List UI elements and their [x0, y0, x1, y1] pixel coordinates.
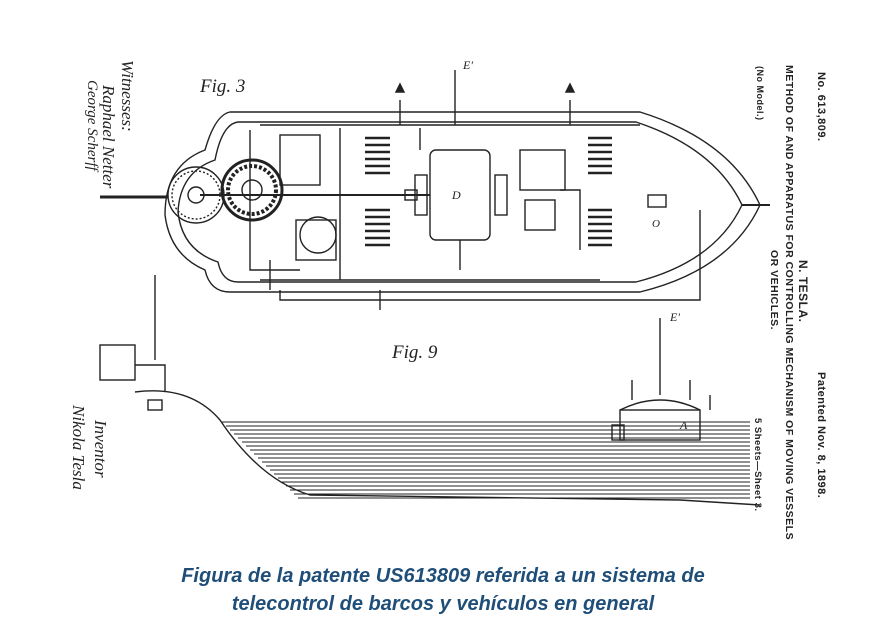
caption-line-2: telecontrol de barcos y vehículos en gen… [231, 593, 655, 615]
sheet-count: 5 Sheets—Sheet 3. [752, 418, 763, 512]
witness-signature-2: George Scherff [84, 80, 100, 171]
inventor-label: Inventor [91, 420, 110, 478]
patent-title-line2: OR VEHICLES. [768, 250, 780, 331]
inventor-name: N. TESLA. [796, 260, 810, 323]
label-o: O [652, 218, 660, 230]
label-a: A [680, 418, 688, 432]
witness-signature-1: Raphael Netter [99, 85, 118, 189]
model-note: (No Model.) [755, 66, 765, 121]
patent-title-line1: METHOD OF AND APPARATUS FOR CONTROLLING … [783, 65, 795, 541]
label-d: D [452, 188, 461, 202]
label-e-prime-top: E' [463, 58, 473, 72]
patent-date: Patented Nov. 8, 1898. [815, 372, 827, 499]
figure-caption: Figura de la patente US613809 referida a… [0, 562, 886, 618]
inventor-signature: Nikola Tesla [69, 405, 88, 490]
figure-3-label: Fig. 3 [200, 76, 246, 97]
patent-drawing [99, 70, 770, 506]
boat-plan-view [100, 70, 770, 310]
patent-number: No. 613,809. [815, 72, 827, 142]
shore-and-water-scene [99, 275, 761, 506]
witnesses-label: Witnesses: [118, 60, 137, 132]
figure-9-label: Fig. 9 [392, 342, 438, 363]
caption-line-1: Figura de la patente US613809 referida a… [181, 565, 705, 587]
label-e-prime-right: E' [670, 310, 680, 324]
